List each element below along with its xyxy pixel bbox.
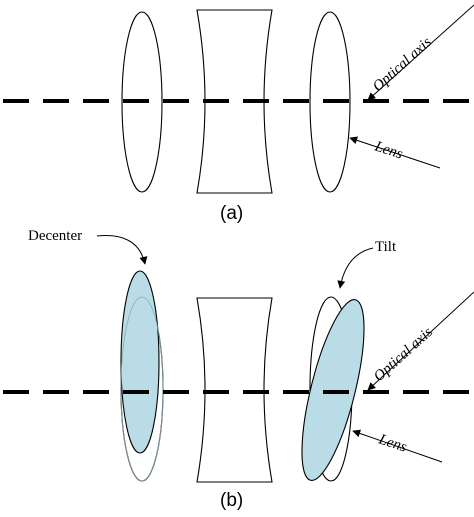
panel-a-lens-label: Lens	[372, 138, 405, 162]
panel-b-lens-leader	[352, 429, 443, 463]
panel-a-convex-lens-left	[121, 11, 163, 193]
panel-b-lens-label: Lens	[376, 431, 409, 455]
panel-a-lens-leader	[349, 136, 441, 169]
decenter-arrow	[96, 235, 148, 265]
panel-b-optical-axis-label: Optical axis	[371, 324, 436, 385]
panel-b-optical-axis-leader	[367, 291, 474, 391]
panel-a: Optical axis Lens (a)	[3, 4, 474, 224]
panel-a-optical-axis-leader	[367, 4, 474, 101]
panel-a-concave-lens	[196, 9, 273, 194]
panel-a-optical-axis-label: Optical axis	[370, 34, 435, 95]
panel-a-convex-lens-right	[309, 11, 351, 193]
tilt-arrow	[337, 247, 374, 289]
tilt-label: Tilt	[375, 239, 397, 255]
panel-b-label: (b)	[220, 490, 243, 511]
panel-b-concave-lens	[196, 297, 273, 483]
panel-a-label: (a)	[220, 203, 243, 224]
decenter-label: Decenter	[28, 228, 82, 244]
panel-b-convex-lens-decentered	[120, 270, 160, 454]
panel-b: Optical axis Lens Decenter Tilt (b)	[3, 228, 474, 511]
panel-b-convex-lens-nominal-echo	[120, 296, 164, 482]
